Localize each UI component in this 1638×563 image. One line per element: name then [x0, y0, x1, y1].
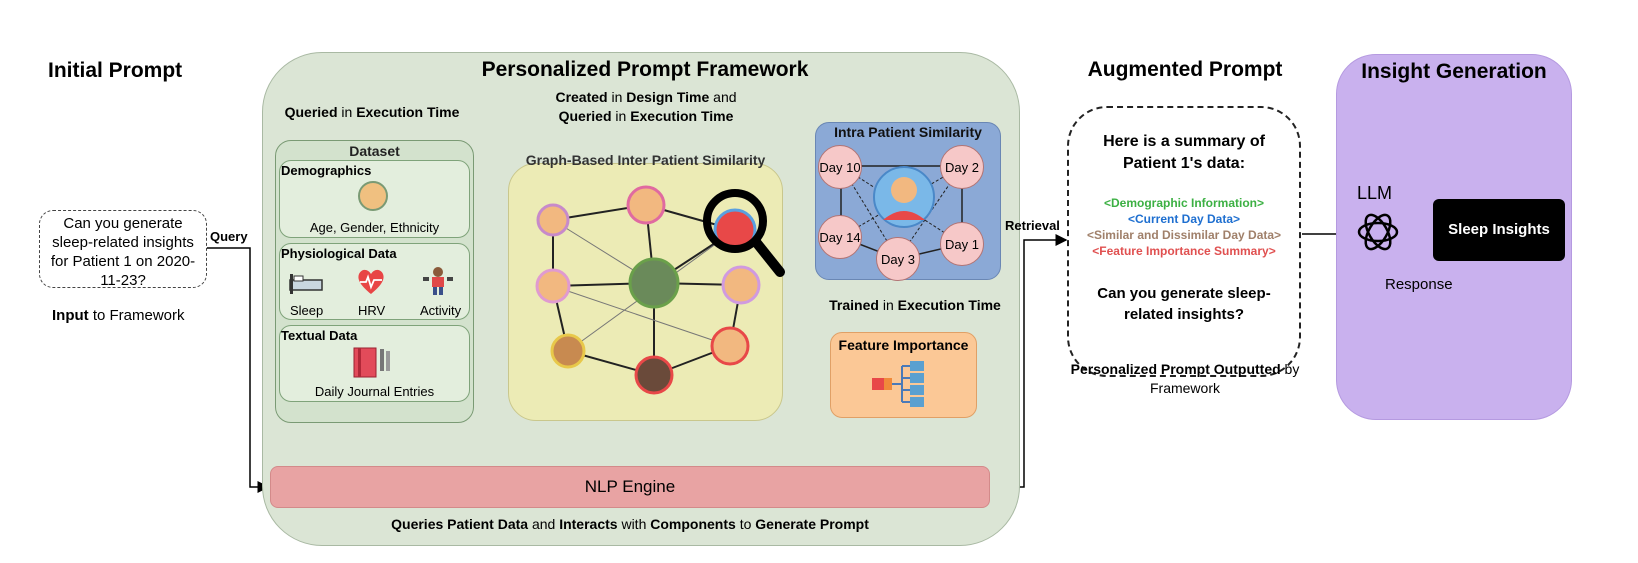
- dataset-header-pre: Queried: [284, 104, 338, 120]
- nlp-caption-e: Components: [650, 516, 736, 532]
- patient-node-3: [535, 268, 571, 304]
- physio-label-activity: Activity: [420, 303, 462, 318]
- tag-demographic: <Demographic Information>: [1103, 196, 1265, 210]
- tag-similar-dissimilar: <Similar and Dissimilar Day Data>: [1086, 228, 1282, 242]
- augmented-tag-list: <Demographic Information> <Current Day D…: [1067, 195, 1301, 259]
- response-label: Response: [1385, 276, 1453, 293]
- insight-generation-title: Insight Generation: [1361, 60, 1547, 83]
- augmented-prompt-box: [1067, 106, 1301, 377]
- textual-title: Textual Data: [281, 328, 358, 343]
- augmented-caption: Personalized Prompt Outputted by Framewo…: [1040, 360, 1330, 398]
- llm-logo-icon: [1357, 213, 1399, 251]
- sleep-icon: [289, 274, 323, 294]
- input-caption-bold: Input: [52, 307, 89, 324]
- nlp-caption-b: and: [528, 516, 560, 532]
- sleep-insights-output: [1433, 199, 1565, 261]
- demographics-avatar-icon: [358, 181, 388, 211]
- nlp-engine-bar: [270, 466, 990, 508]
- tag-current-day: <Current Day Data>: [1127, 212, 1241, 226]
- graph-header-in2: in: [611, 108, 631, 124]
- activity-icon: [423, 267, 453, 295]
- graph-header-exec: Execution Time: [630, 108, 734, 124]
- feature-tree-icon: [872, 361, 924, 407]
- input-caption: Input to Framework: [52, 307, 185, 324]
- graph-header: Created in Design Time and Queried in Ex…: [500, 88, 792, 126]
- hrv-heart-icon: [358, 269, 384, 294]
- patient-node-5: [721, 265, 761, 305]
- patient-node-1: [536, 203, 570, 237]
- augmented-prompt-title: Augmented Prompt: [1087, 58, 1283, 81]
- feature-header-exec: Execution Time: [897, 297, 1001, 313]
- textual-text: Daily Journal Entries: [314, 384, 435, 399]
- graph-header-and: and: [709, 89, 737, 105]
- dataset-header: Queried in Execution Time: [262, 104, 482, 120]
- sleep-insights-label: Sleep Insights: [1448, 221, 1550, 238]
- feature-panel: [830, 332, 977, 418]
- demographics-text: Age, Gender, Ethnicity: [309, 220, 440, 235]
- nlp-caption: Queries Patient Data and Interacts with …: [300, 516, 960, 532]
- demographics-title: Demographics: [281, 163, 372, 178]
- day-node-10: Day 10: [818, 145, 862, 189]
- graph-header-in1: in: [607, 89, 627, 105]
- patient-node-7: [634, 355, 674, 395]
- nlp-caption-g: Generate Prompt: [755, 516, 869, 532]
- feature-header: Trained in Execution Time: [815, 297, 1015, 313]
- journal-book-icon: [353, 347, 390, 378]
- nlp-caption-f: to: [735, 516, 756, 532]
- day-node-1: Day 1: [940, 222, 984, 266]
- augmented-summary-title: Here is a summary of Patient 1's data:: [1103, 133, 1265, 172]
- patient-node-8: [710, 326, 750, 366]
- dataset-header-bold: Execution Time: [356, 104, 460, 120]
- input-caption-rest: to Framework: [88, 307, 185, 324]
- query-label: Query: [210, 229, 248, 244]
- nlp-engine-label: NLP Engine: [584, 477, 676, 496]
- patient-node-center: [628, 257, 680, 309]
- nlp-caption-d: with: [617, 516, 651, 532]
- graph-header-design: Design Time: [626, 89, 710, 105]
- graph-header-queried: Queried: [558, 108, 612, 124]
- physiological-title: Physiological Data: [281, 246, 397, 261]
- feature-header-in: in: [878, 297, 898, 313]
- day-node-14: Day 14: [818, 215, 862, 259]
- day-node-2: Day 2: [940, 145, 984, 189]
- initial-prompt-title: Initial Prompt: [48, 59, 183, 82]
- physio-label-sleep: Sleep: [290, 303, 324, 318]
- llm-label: LLM: [1357, 183, 1393, 203]
- magnifier-icon: [703, 189, 785, 277]
- graph-header-created: Created: [555, 89, 608, 105]
- graph-header-line1: Created in Design Time and: [500, 88, 792, 107]
- augmented-question: Can you generate sleep-related insights?: [1097, 285, 1271, 323]
- feature-title: Feature Importance: [838, 337, 969, 353]
- tag-feature-importance: <Feature Importance Summary>: [1092, 244, 1276, 258]
- augmented-caption-rest: by Framework: [1149, 361, 1300, 396]
- nlp-caption-a: Queries Patient Data: [391, 516, 529, 532]
- nlp-caption-c: Interacts: [559, 516, 618, 532]
- query-arrow: [207, 247, 270, 493]
- patient-node-2: [626, 185, 666, 225]
- augmented-caption-bold: Personalized Prompt Outputted: [1070, 361, 1281, 377]
- graph-header-line2: Queried in Execution Time: [500, 107, 792, 126]
- retrieval-label: Retrieval: [1005, 218, 1060, 233]
- patient-graph: [535, 185, 761, 395]
- physio-label-hrv: HRV: [358, 303, 386, 318]
- intra-title: Intra Patient Similarity: [834, 124, 982, 140]
- dataset-header-mid: in: [337, 104, 357, 120]
- feature-header-trained: Trained: [829, 297, 879, 313]
- framework-title: Personalized Prompt Framework: [481, 58, 809, 81]
- graph-title: Graph-Based Inter Patient Similarity: [525, 152, 766, 168]
- input-question-box: Can you generate sleep-related insights …: [39, 210, 207, 289]
- input-question-text: Can you generate sleep-related insights …: [50, 215, 196, 289]
- dataset-title: Dataset: [349, 143, 400, 159]
- patient-node-6: [550, 333, 586, 369]
- day-node-3: Day 3: [876, 237, 920, 281]
